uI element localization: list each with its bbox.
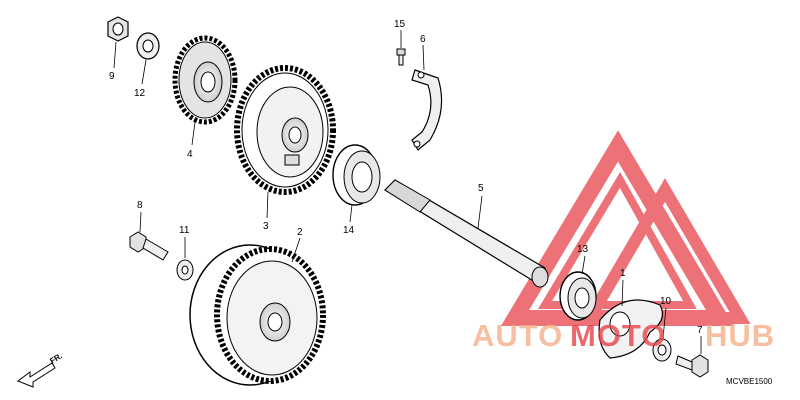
part-15-bolt [396, 48, 406, 66]
part-14-bearing [332, 144, 381, 206]
part-12-washer [136, 32, 160, 60]
callout-2: 2 [297, 227, 303, 238]
callout-5: 5 [478, 183, 484, 194]
watermark-text: AUTO MOTO HUB [472, 318, 775, 353]
front-arrow-label: FR. [48, 351, 64, 365]
callout-14: 14 [343, 225, 355, 236]
part-10-washer [652, 338, 672, 362]
callout-4: 4 [187, 149, 193, 160]
part-13-bearing [559, 271, 597, 321]
callout-3: 3 [263, 221, 269, 232]
callout-6: 6 [420, 34, 426, 45]
callout-7: 7 [697, 325, 703, 336]
part-7-bolt [675, 354, 709, 378]
callout-9: 9 [109, 71, 115, 82]
callout-1: 1 [620, 268, 626, 279]
watermark-hub: HUB [705, 318, 775, 353]
watermark-auto: AUTO [472, 318, 563, 353]
part-5-shaft [384, 179, 549, 288]
part-6-bracket [411, 69, 443, 151]
callout-10: 10 [660, 296, 672, 307]
callout-15: 15 [394, 19, 406, 30]
diagram-code: MCVBE1500 [726, 377, 773, 386]
front-arrow-icon: FR. [16, 351, 64, 388]
watermark-logo [500, 130, 751, 326]
callout-13: 13 [577, 244, 589, 255]
part-3-gear [234, 65, 336, 195]
part-9-nut [107, 16, 129, 42]
part-4-gear [172, 35, 238, 125]
part-2-clutch-assembly [189, 244, 326, 386]
part-11-washer [176, 259, 194, 281]
callout-11: 11 [179, 225, 190, 236]
part-8-bolt [129, 231, 169, 261]
part-1-plate [598, 299, 663, 359]
callout-12: 12 [134, 88, 146, 99]
callout-8: 8 [137, 200, 143, 211]
watermark-moto: MOTO [570, 318, 666, 353]
